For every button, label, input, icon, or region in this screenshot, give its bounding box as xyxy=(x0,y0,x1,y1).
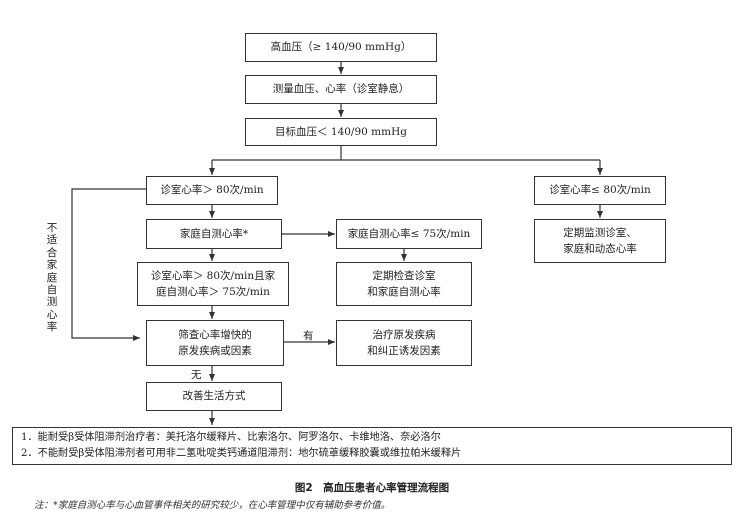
label-yes: 有 xyxy=(303,330,314,342)
home-hr-box: 家庭自测心率* xyxy=(146,219,282,249)
drug-notes-box: 1．能耐受β受体阻滞剂治疗者：美托洛尔缓释片、比索洛尔、阿罗洛尔、卡维地洛、奈必… xyxy=(12,427,732,465)
treat-cause-box: 治疗原发疾病 和纠正诱发因素 xyxy=(336,320,472,366)
clinic-hr-low-box: 诊室心率≤ 80次/min xyxy=(534,176,666,205)
label-no: 无 xyxy=(191,369,202,381)
target-bp-box: 目标血压＜ 140/90 mmHg xyxy=(245,118,437,146)
measure-box: 测量血压、心率（诊室静息） xyxy=(245,75,437,104)
lifestyle-box: 改善生活方式 xyxy=(146,382,282,411)
hypertension-box: 高血压（≥ 140/90 mmHg） xyxy=(245,33,437,62)
both-high-box: 诊室心率＞ 80次/min且家 庭自测心率＞ 75次/min xyxy=(137,262,289,306)
regular-check-box: 定期检查诊室 和家庭自测心率 xyxy=(336,262,472,306)
clinic-hr-high-box: 诊室心率＞ 80次/min xyxy=(146,176,278,205)
note-1: 1．能耐受β受体阻滞剂治疗者：美托洛尔缓释片、比索洛尔、阿罗洛尔、卡维地洛、奈必… xyxy=(21,432,441,443)
arrow-side-path xyxy=(71,188,146,341)
side-label: 不适合家庭自测心率 xyxy=(46,222,58,334)
figure-caption: 图2 高血压患者心率管理流程图 xyxy=(294,482,450,494)
home-hr-low-box: 家庭自测心率≤ 75次/min xyxy=(336,219,482,249)
footnote: 注：*家庭自测心率与心血管事件相关的研究较少，在心率管理中仅有辅助参考价值。 xyxy=(34,500,391,511)
screen-cause-box: 筛查心率增快的 原发疾病或因素 xyxy=(146,320,284,366)
note-2: 2．不能耐受β受体阻滞剂者可用非二氢吡啶类钙通道阻滞剂：地尔硫䓬缓释胶囊或维拉帕… xyxy=(21,448,462,459)
regular-monitor-box: 定期监测诊室、 家庭和动态心率 xyxy=(534,219,666,263)
